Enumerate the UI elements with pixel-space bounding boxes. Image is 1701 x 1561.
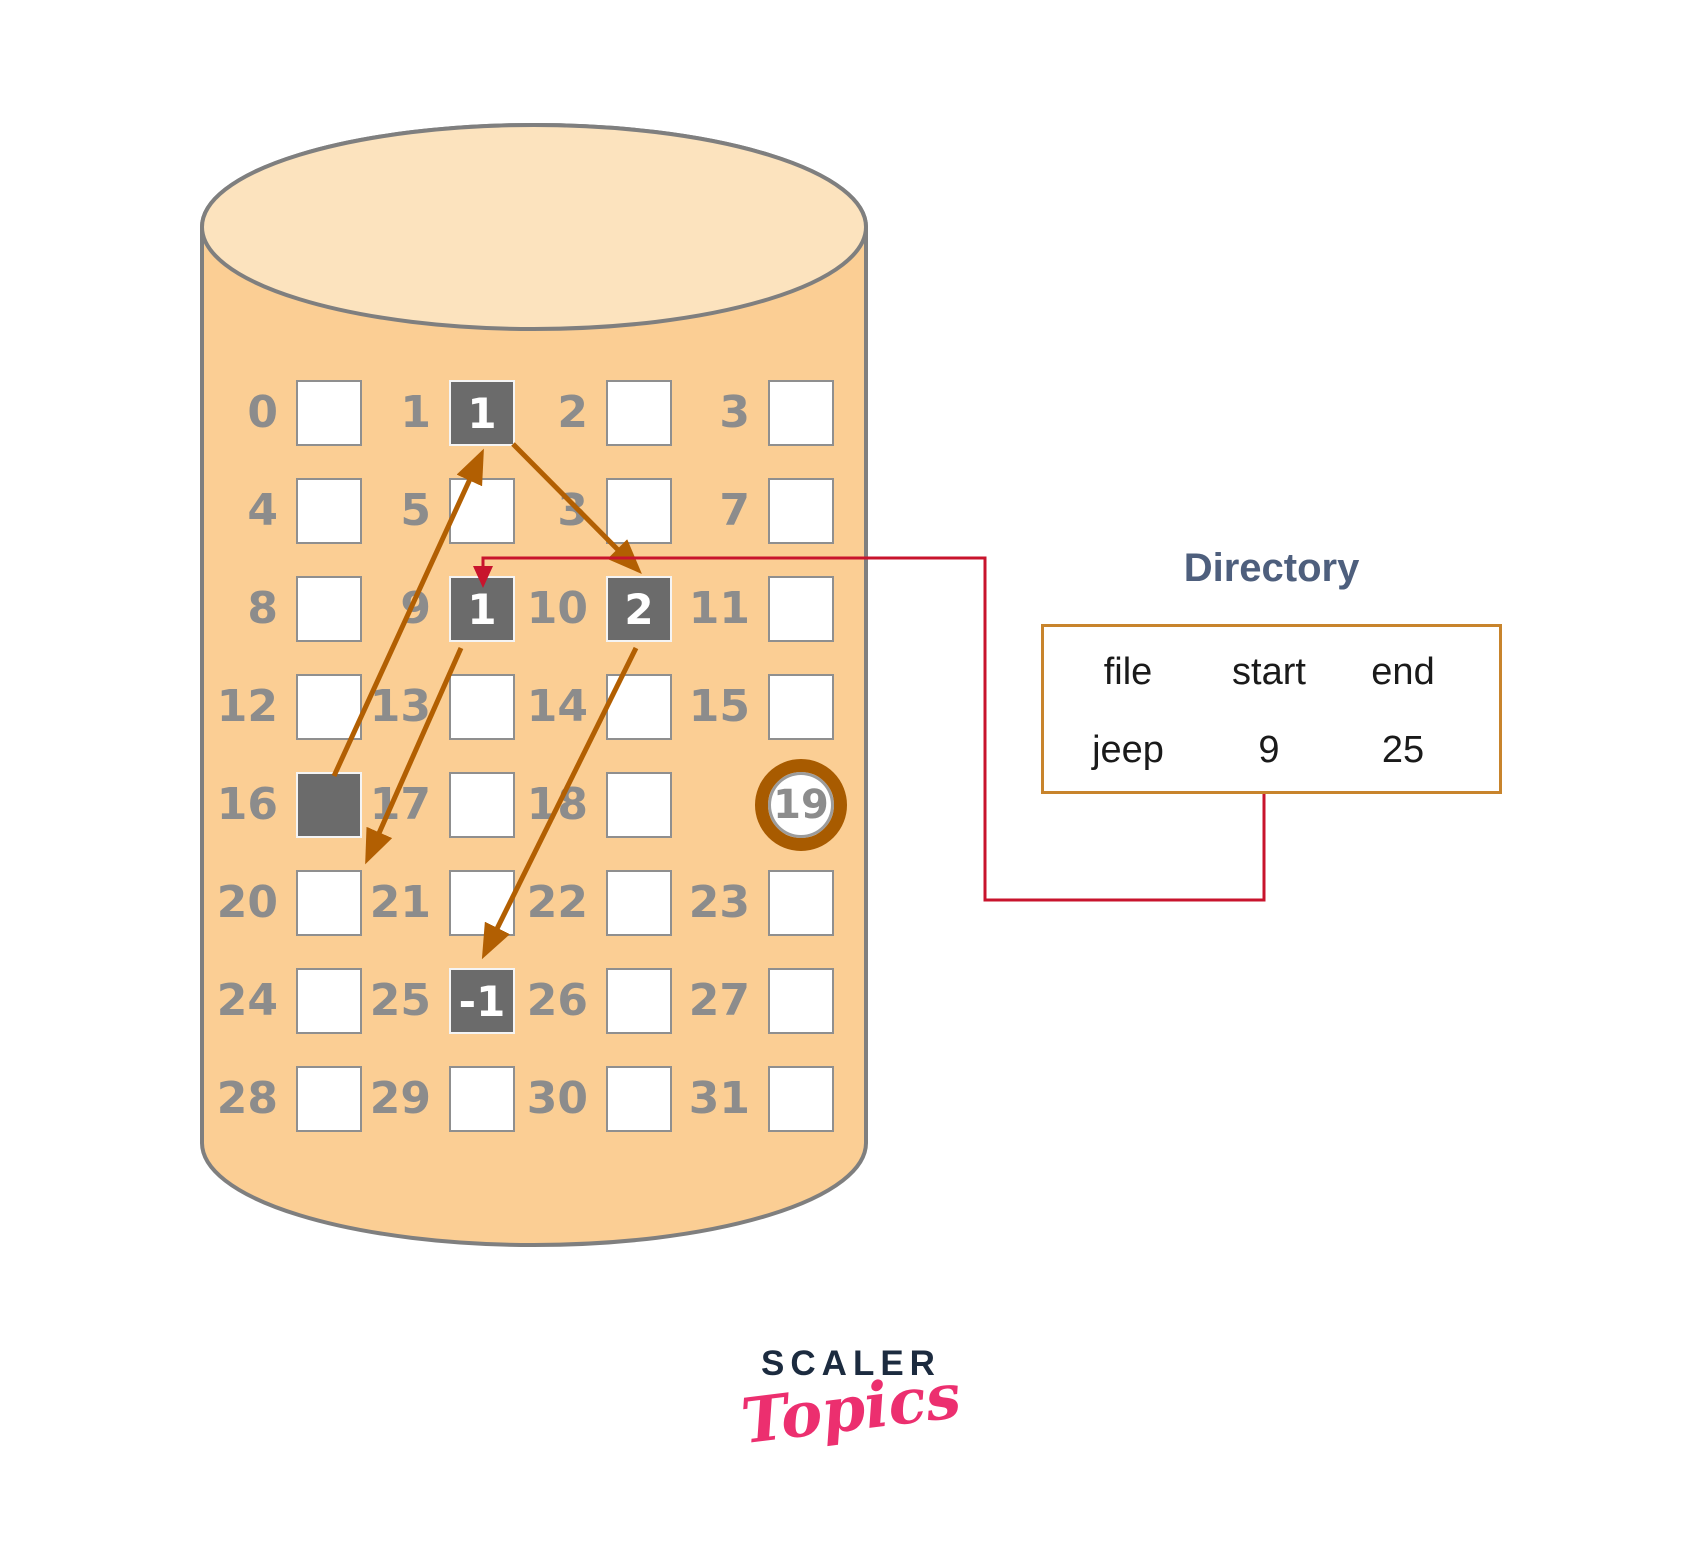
block-30 xyxy=(606,1066,672,1132)
block-25: -1 xyxy=(449,968,515,1034)
directory-start-value: 9 xyxy=(1258,729,1280,771)
directory-file-name: jeep xyxy=(1092,729,1164,771)
block-28-label: 28 xyxy=(216,1073,278,1124)
directory-col-file: file xyxy=(1103,651,1153,693)
cylinder-top xyxy=(200,123,868,331)
directory-header-row: file start end xyxy=(1044,651,1480,694)
block-25-label: 25 xyxy=(369,975,431,1026)
block-31-label: 31 xyxy=(688,1073,750,1124)
block-27 xyxy=(768,968,834,1034)
block-0 xyxy=(296,380,362,446)
directory-title: Directory xyxy=(1183,546,1360,590)
block-7-label: 7 xyxy=(719,485,750,536)
block-0-label: 0 xyxy=(247,387,278,438)
block-29-label: 29 xyxy=(369,1073,431,1124)
block-1-label: 1 xyxy=(400,387,431,438)
block-29 xyxy=(449,1066,515,1132)
block-26 xyxy=(606,968,672,1034)
block-30-label: 30 xyxy=(526,1073,588,1124)
directory-end-value: 25 xyxy=(1381,729,1425,771)
block-27-label: 27 xyxy=(688,975,750,1026)
directory-table: file start end jeep 9 25 xyxy=(1041,624,1502,794)
block-26-label: 26 xyxy=(526,975,588,1026)
block-3-label: 3 xyxy=(719,387,750,438)
block-28 xyxy=(296,1066,362,1132)
block-24 xyxy=(296,968,362,1034)
block-1: 1 xyxy=(449,380,515,446)
block-3 xyxy=(768,380,834,446)
block-24-label: 24 xyxy=(216,975,278,1026)
directory-col-end: end xyxy=(1371,651,1435,693)
block-2-label: 2 xyxy=(557,387,588,438)
block-20 xyxy=(296,870,362,936)
block-7 xyxy=(768,478,834,544)
block-2 xyxy=(606,380,672,446)
block-4-label: 4 xyxy=(247,485,278,536)
block-21-label: 21 xyxy=(369,877,431,928)
directory-col-start: start xyxy=(1232,651,1306,693)
block-8-label: 8 xyxy=(247,583,278,634)
block-20-label: 20 xyxy=(216,877,278,928)
block-16 xyxy=(296,772,362,838)
block-16-label: 16 xyxy=(216,779,278,830)
directory-entry-jeep: jeep 9 25 xyxy=(1044,729,1480,772)
block-12-label: 12 xyxy=(216,681,278,732)
block-31 xyxy=(768,1066,834,1132)
scaler-logo-text: SCALER xyxy=(761,1344,941,1383)
